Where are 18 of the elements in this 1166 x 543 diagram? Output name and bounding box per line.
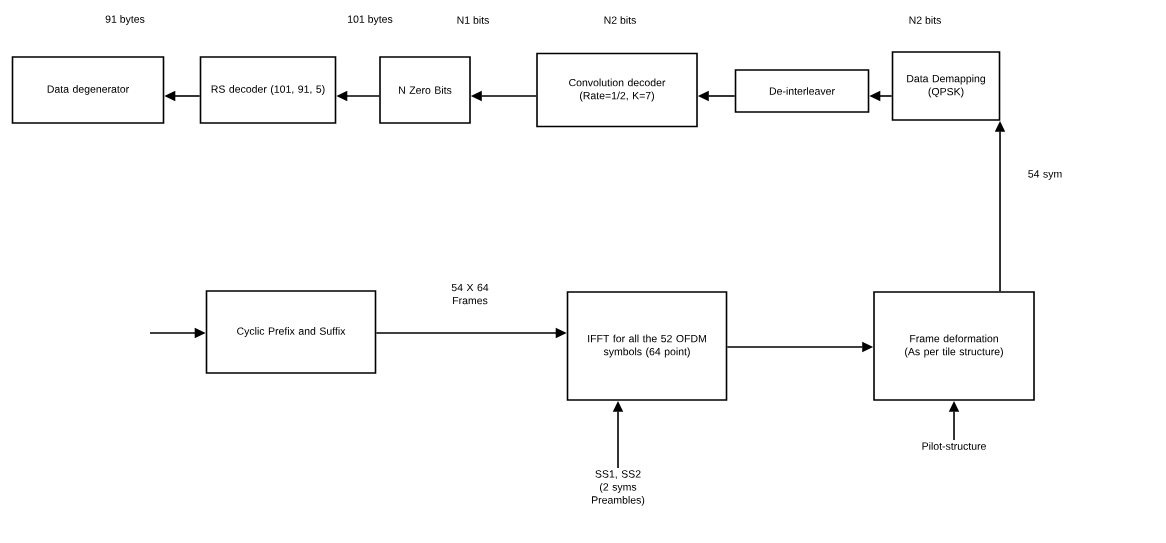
process-box: Convolution decoder (Rate=1/2, K=7) (536, 52, 698, 128)
edge-label: 54 X 64 Frames (451, 283, 489, 305)
edge-label: 54 sym (1028, 170, 1062, 180)
data-size-label: 101 bytes (348, 15, 393, 25)
input-label: Pilot-structure (922, 442, 986, 450)
data-size-label: N1 bits (457, 16, 489, 24)
process-box: IFFT for all the 52 OFDM symbols (64 point) (566, 291, 728, 401)
process-box: N Zero Bits (379, 56, 471, 124)
process-box: Frame deformation (As per tile structure) (873, 291, 1035, 401)
process-box: Cyclic Prefix and Suffix (205, 290, 377, 374)
data-size-label: N2 bits (604, 16, 636, 24)
input-label: SS1, SS2 (2 syms Preambles) (592, 470, 645, 506)
process-box: De-interleaver (734, 69, 870, 113)
data-size-label: N2 bits (909, 16, 941, 24)
process-box: Data Demapping (QPSK) (891, 51, 1001, 121)
process-box: RS decoder (101, 91, 5) (199, 56, 337, 124)
process-box: Data degenerator (11, 56, 165, 124)
data-size-label: 91 bytes (105, 15, 145, 25)
